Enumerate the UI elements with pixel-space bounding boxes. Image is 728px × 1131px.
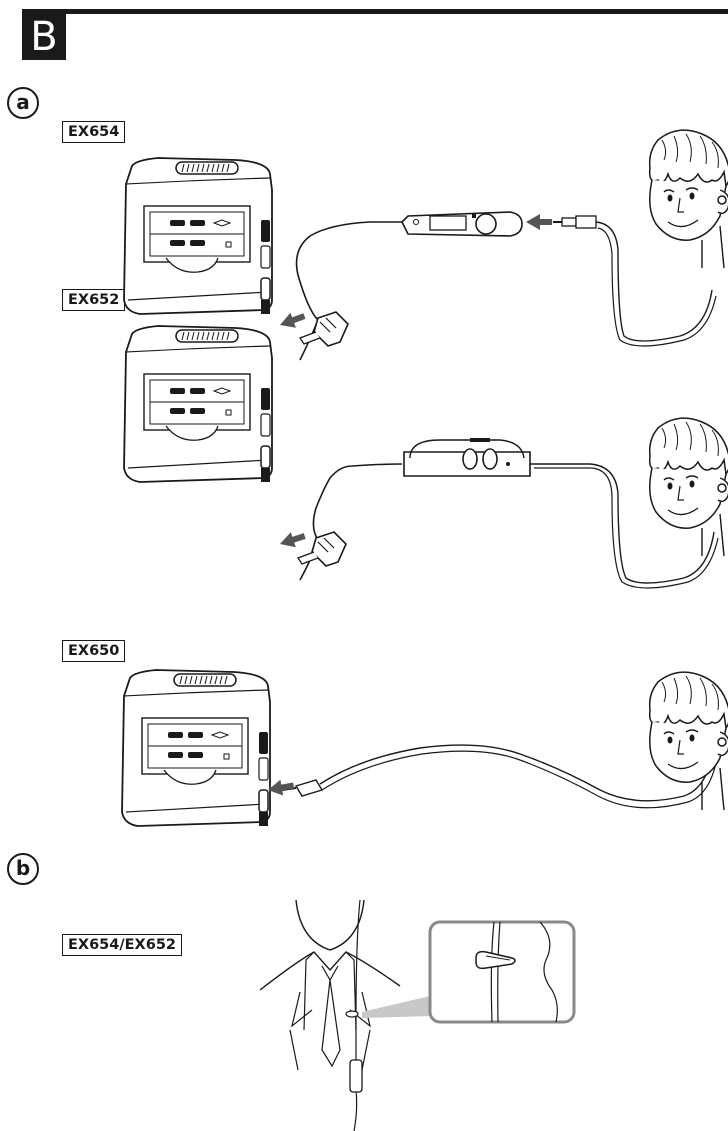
remote-control-ex654 — [402, 212, 522, 236]
model-label-ex654: EX654 — [62, 121, 125, 143]
clip-detail-inset — [430, 922, 574, 1022]
earphone-mini-plug — [553, 216, 596, 228]
cassette-player-ex650 — [122, 670, 270, 826]
part-b-marker: b — [7, 853, 39, 885]
listener-head-ex650 — [650, 672, 728, 810]
section-letter-badge: B — [22, 14, 66, 60]
cassette-player-ex652 — [124, 326, 272, 482]
figure-ex650-connection — [0, 672, 728, 832]
listener-head-ex652 — [650, 418, 728, 556]
insert-arrow-icon — [278, 528, 308, 551]
cassette-player-ex654 — [124, 158, 272, 314]
section-header-rule — [22, 9, 728, 14]
listener-head-ex654 — [650, 130, 728, 268]
remote-insert-arrow-icon — [526, 214, 552, 230]
part-a-marker: a — [7, 87, 39, 119]
model-label-ex650: EX650 — [62, 640, 125, 662]
figure-ex652-connection — [0, 318, 728, 608]
figure-clip-attachment — [0, 900, 728, 1131]
remote-control-ex652 — [404, 438, 530, 476]
headphone-plug-icon — [298, 532, 346, 566]
